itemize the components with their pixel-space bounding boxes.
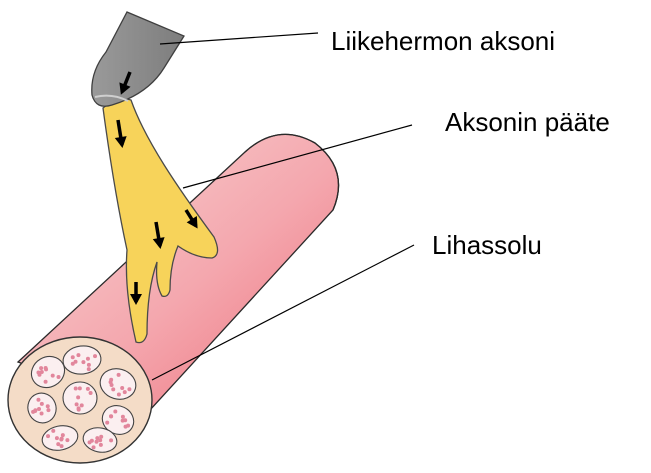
myofibril-dot <box>110 383 114 387</box>
muscle-cross-section <box>8 337 152 463</box>
myofibril-dot <box>78 386 82 390</box>
label-axon-terminal: Aksonin pääte <box>445 109 610 135</box>
myofibril-dot <box>89 391 93 395</box>
myofibril-dot <box>40 402 44 406</box>
myofibril-dot <box>51 429 55 433</box>
myofibril-dot <box>99 435 103 439</box>
myofibril-dot <box>65 438 69 442</box>
myofibril-dot <box>40 370 44 374</box>
myofibril-dot <box>111 387 115 391</box>
label-muscle-cell: Lihassolu <box>432 232 542 258</box>
myofibril-dot <box>75 402 79 406</box>
leader-line-axon <box>160 33 318 44</box>
myofibril-dot <box>51 374 55 378</box>
myofibril-dot <box>127 387 131 391</box>
myofibril-dot <box>95 436 99 440</box>
myofibril-dot <box>81 360 85 364</box>
myofibril-dot <box>74 360 78 364</box>
myofibril-dot <box>76 353 80 357</box>
myofibril-dot <box>109 378 113 382</box>
myofibril-dot <box>86 357 90 361</box>
myofibril-dot <box>46 408 50 412</box>
myofibril-dot <box>121 415 125 419</box>
myofibril-dot <box>109 438 113 442</box>
myofibril-dot <box>71 355 75 359</box>
myofibril-dot <box>117 393 121 397</box>
myofibril-dot <box>44 380 48 384</box>
myofibril-dot <box>117 373 121 377</box>
myofibril-dot <box>55 436 59 440</box>
myofibril-dot <box>40 411 44 415</box>
myofibril-dot <box>37 407 41 411</box>
label-motor-axon: Liikehermon aksoni <box>331 28 555 54</box>
myofibril-dot <box>33 408 37 412</box>
myofibril-dot <box>120 386 124 390</box>
myofibril-dot <box>74 387 78 391</box>
myofibril-dot <box>88 440 92 444</box>
myofibril-dot <box>46 434 50 438</box>
myofibril-dot <box>76 395 80 399</box>
myofibril-dot <box>86 387 90 391</box>
myofibril-dot <box>39 366 43 370</box>
myofibril-dot <box>95 440 99 444</box>
myofibril-dot <box>99 443 103 447</box>
myofibril-dot <box>87 367 91 371</box>
myofibril-dot <box>46 404 50 408</box>
myofibril-dot <box>36 398 40 402</box>
myofibril-dot <box>57 375 61 379</box>
myofibril-dot <box>113 410 117 414</box>
myofibril-dot <box>109 414 113 418</box>
myofibril-dot <box>123 390 127 394</box>
myofibril-dot <box>92 445 96 449</box>
myofibril-dot <box>105 421 109 425</box>
myofibril-dot <box>87 363 91 367</box>
myofibril-dot <box>80 403 84 407</box>
myofibril-dot <box>61 433 65 437</box>
myofibril-dot <box>93 354 97 358</box>
myofibril-dot <box>56 442 60 446</box>
myofibril-dot <box>44 366 48 370</box>
myofibril-dot <box>124 425 128 429</box>
axon-shape <box>92 12 184 106</box>
myofibril-dot <box>60 437 64 441</box>
myofibril-dot <box>77 408 81 412</box>
myofibril-dot <box>121 419 125 423</box>
